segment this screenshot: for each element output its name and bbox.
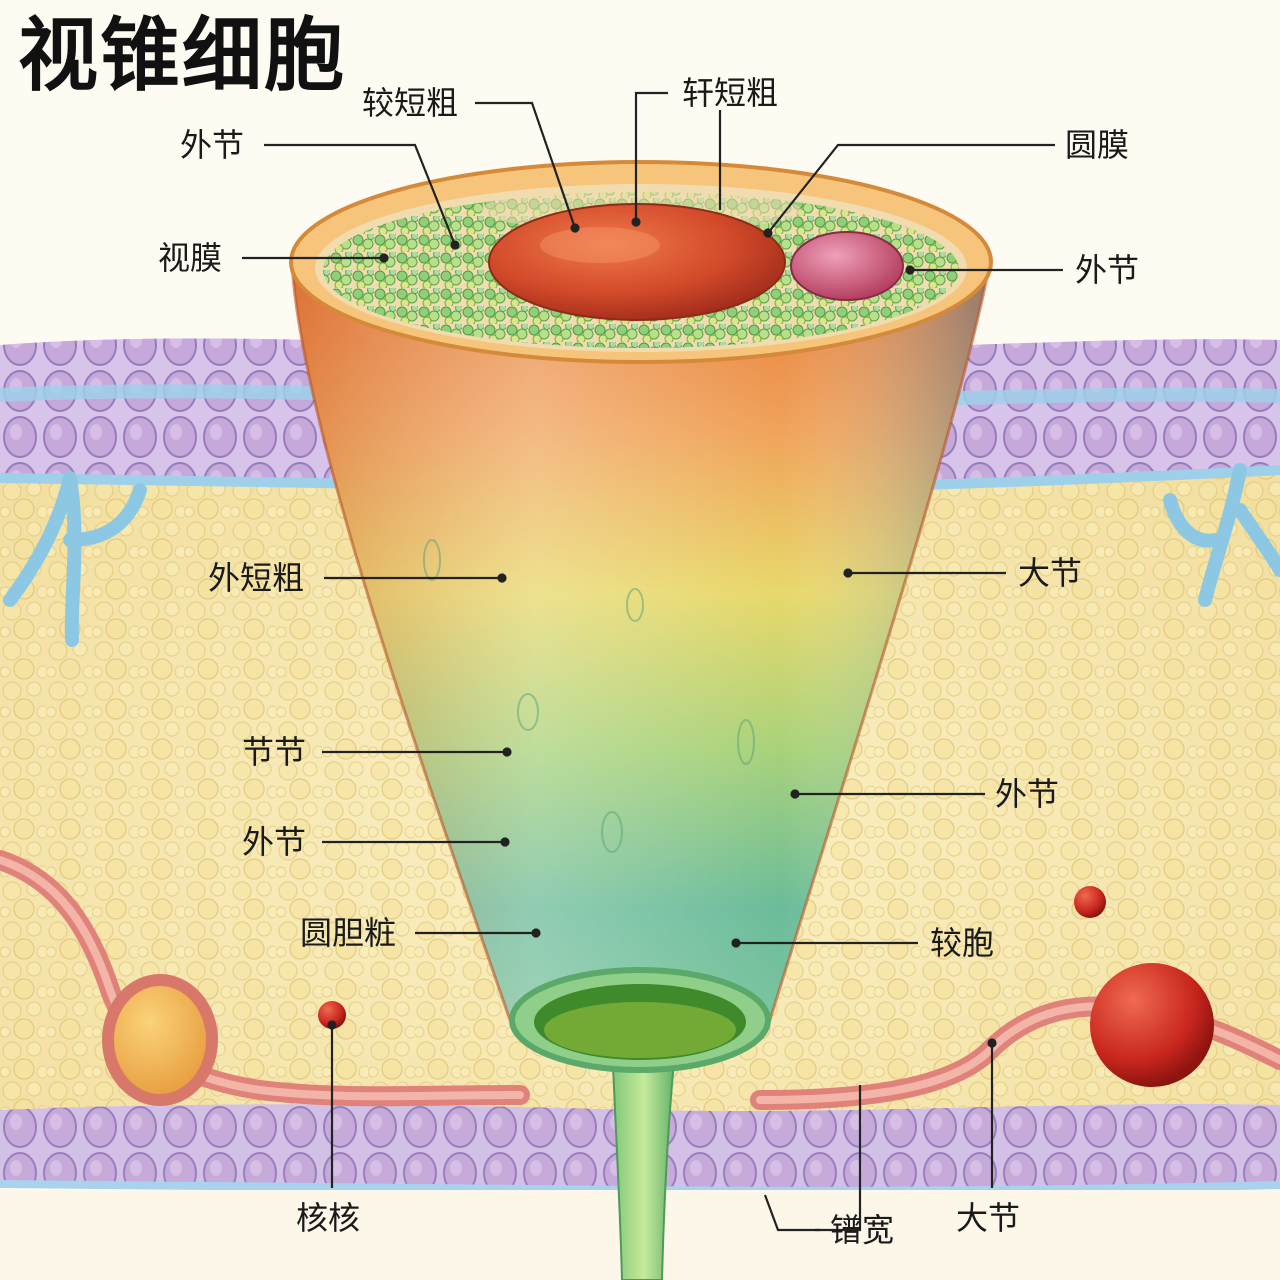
label-top-right: 圆膜 (1065, 126, 1130, 164)
nucleus-highlight (540, 227, 660, 263)
amber-cell (102, 974, 218, 1106)
label-left-bottom: 圆胆粧 (300, 914, 397, 952)
cone-texture (423, 539, 755, 853)
label-top-center: 轩短粗 (682, 74, 779, 112)
label-right-lower: 外节 (995, 775, 1060, 813)
blue-capillary-right (1163, 463, 1280, 607)
cone-base-inner (544, 1002, 736, 1058)
blue-capillary-left (3, 471, 147, 647)
red-blood-cell-large (1090, 963, 1214, 1087)
pink-vesicle (790, 231, 904, 301)
label-bottom-center: 镨宽 (830, 1211, 895, 1249)
page-title: 视锥细胞 (18, 9, 346, 102)
cone-stalk (610, 1039, 678, 1280)
label-bottom-right: 大节 (956, 1199, 1021, 1237)
label-left-lower-2: 外节 (242, 823, 307, 861)
label-right-bottom: 较胞 (930, 924, 995, 962)
label-left-lower-1: 节节 (242, 733, 307, 771)
red-blood-cell-small (1074, 886, 1106, 918)
leader-lines (242, 91, 1063, 1232)
cone-shading (292, 262, 990, 1050)
label-bottom-left: 核核 (296, 1199, 361, 1237)
red-dot-left (318, 1001, 346, 1029)
label-left-membrane: 视膜 (158, 239, 223, 277)
label-top-left: 较短粗 (362, 84, 459, 122)
label-left-outer: 外节 (180, 126, 245, 164)
label-right-outer: 外节 (1075, 251, 1140, 289)
label-left-mid: 外短粗 (208, 559, 305, 597)
label-right-mid: 大节 (1018, 554, 1083, 592)
